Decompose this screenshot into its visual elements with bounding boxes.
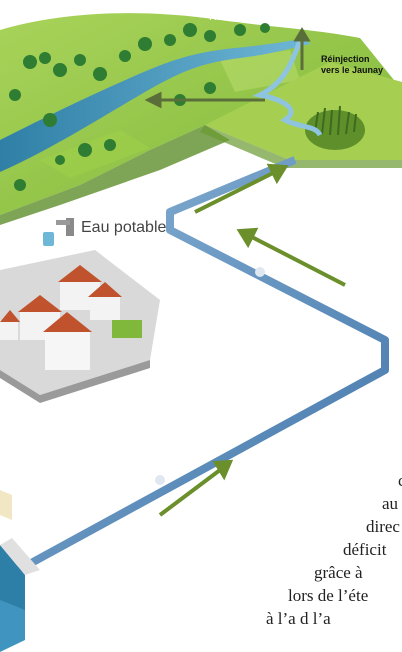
reinjection-label: Réinjection vers le Jaunay [321, 54, 383, 76]
tap-icon [43, 218, 74, 246]
flow-arrows-pipe [160, 166, 345, 515]
body-line-1: c [258, 469, 402, 492]
body-line-5: grâce à [258, 561, 402, 584]
reinjection-label-line1: Réinjection [321, 54, 383, 65]
drinking-water-label: Eau potable [81, 219, 166, 237]
houses [0, 250, 160, 403]
reinjection-label-line2: vers le Jaunay [321, 65, 383, 76]
body-line-6: lors de l’éte [258, 584, 402, 607]
body-text-fragment: c au direc déficit grâce à lors de l’éte… [258, 469, 402, 630]
body-line-4: déficit [258, 538, 402, 561]
body-line-3: direc [258, 515, 402, 538]
body-line-7: à l’a d l’a [258, 607, 402, 630]
river-label: Rivière le Jaunay [209, 11, 295, 23]
treatment-building [0, 490, 40, 652]
body-line-2: au [258, 492, 402, 515]
